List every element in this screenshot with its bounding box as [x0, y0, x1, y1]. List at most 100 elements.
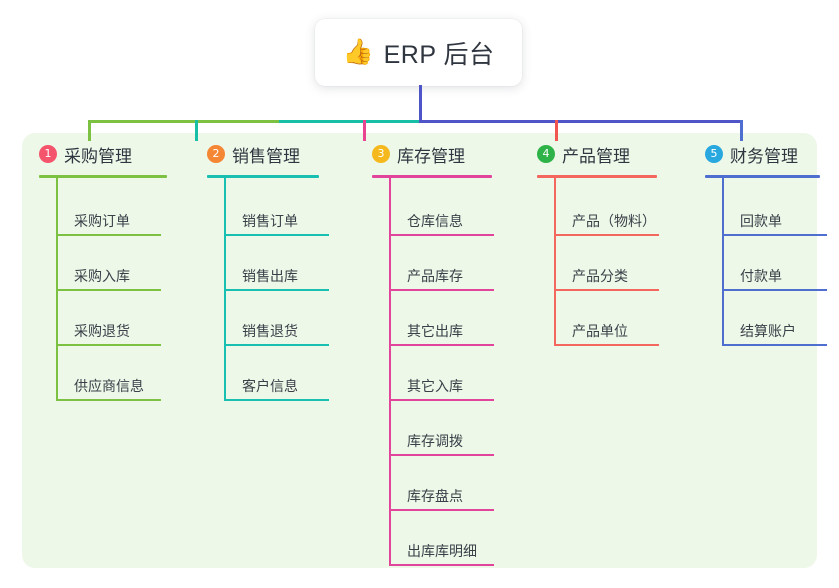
- branch-item-underline: [389, 564, 494, 566]
- branch-column-2: 2 销售管理销售订单销售出库销售退货客户信息: [190, 141, 355, 401]
- branch-spine: [389, 178, 391, 566]
- drop-stem-5: [740, 120, 743, 141]
- branch-number-badge: 1: [39, 145, 57, 163]
- branch-item-underline: [554, 344, 659, 346]
- branch-item-underline: [224, 399, 329, 401]
- branch-item[interactable]: 销售退货: [224, 308, 329, 346]
- branch-number-badge: 5: [705, 145, 723, 163]
- branch-header-5[interactable]: 5 财务管理: [688, 141, 838, 167]
- branch-item[interactable]: 付款单: [722, 253, 827, 291]
- branch-item[interactable]: 采购入库: [56, 253, 161, 291]
- branch-item[interactable]: 仓库信息: [389, 198, 494, 236]
- branch-item-label: 库存盘点: [407, 488, 463, 504]
- branch-item[interactable]: 采购订单: [56, 198, 161, 236]
- drop-stem-3: [363, 120, 366, 141]
- branch-item-label: 库存调拨: [407, 433, 463, 449]
- branch-item-label: 产品库存: [407, 268, 463, 284]
- branch-header-1[interactable]: 1 采购管理: [22, 141, 190, 167]
- branch-item[interactable]: 其它入库: [389, 363, 494, 401]
- drop-stem-4: [555, 120, 558, 141]
- bus-segment-purple: [419, 120, 742, 123]
- branch-item-underline: [224, 289, 329, 291]
- branch-item-label: 其它入库: [407, 378, 463, 394]
- branch-item-underline: [389, 234, 494, 236]
- branch-title-label: 库存管理: [397, 146, 465, 166]
- branch-header-2[interactable]: 2 销售管理: [190, 141, 355, 167]
- branch-item-label: 客户信息: [242, 378, 298, 394]
- branch-item[interactable]: 结算账户: [722, 308, 827, 346]
- branch-item[interactable]: 库存调拨: [389, 418, 494, 456]
- branch-header-underline: [39, 175, 167, 178]
- root-stem: [419, 85, 422, 123]
- branch-item[interactable]: 其它出库: [389, 308, 494, 346]
- branch-item[interactable]: 产品单位: [554, 308, 659, 346]
- branch-item-label: 产品单位: [572, 323, 628, 339]
- branch-title-label: 财务管理: [730, 146, 798, 166]
- branch-item[interactable]: 供应商信息: [56, 363, 161, 401]
- root-node-erp-backend[interactable]: 👍 ERP 后台: [315, 19, 522, 86]
- diagram-panel-background: [22, 133, 817, 568]
- branch-header-underline: [372, 175, 492, 178]
- branch-header-4[interactable]: 4 产品管理: [520, 141, 688, 167]
- branch-item[interactable]: 采购退货: [56, 308, 161, 346]
- branch-item[interactable]: 产品分类: [554, 253, 659, 291]
- branch-item-label: 销售退货: [242, 323, 298, 339]
- branch-item[interactable]: 客户信息: [224, 363, 329, 401]
- branch-item-label: 采购退货: [74, 323, 130, 339]
- branch-item[interactable]: 库存盘点: [389, 473, 494, 511]
- branch-item-label: 付款单: [740, 268, 782, 284]
- branch-item-underline: [389, 289, 494, 291]
- branch-item-label: 采购入库: [74, 268, 130, 284]
- branch-item-label: 产品分类: [572, 268, 628, 284]
- branch-item-label: 供应商信息: [74, 378, 144, 394]
- branch-item-label: 销售出库: [242, 268, 298, 284]
- branch-item[interactable]: 回款单: [722, 198, 827, 236]
- branch-item-label: 产品（物料）: [572, 213, 656, 229]
- drop-stem-1: [88, 120, 91, 141]
- branch-spine: [554, 178, 556, 346]
- branch-number-badge: 4: [537, 145, 555, 163]
- branch-item[interactable]: 销售出库: [224, 253, 329, 291]
- branch-column-5: 5 财务管理回款单付款单结算账户: [688, 141, 838, 346]
- branch-item-underline: [224, 234, 329, 236]
- branch-item-underline: [389, 509, 494, 511]
- branch-title-label: 产品管理: [562, 146, 630, 166]
- branch-item-underline: [389, 399, 494, 401]
- branch-header-underline: [207, 175, 319, 178]
- branch-item-underline: [56, 344, 161, 346]
- branch-item-label: 仓库信息: [407, 213, 463, 229]
- branch-item-label: 出库库明细: [407, 543, 477, 559]
- branch-item-label: 采购订单: [74, 213, 130, 229]
- branch-item-underline: [554, 289, 659, 291]
- branch-column-1: 1 采购管理采购订单采购入库采购退货供应商信息: [22, 141, 190, 401]
- bus-segment-green: [88, 120, 281, 123]
- branch-item-underline: [722, 344, 827, 346]
- branch-item-underline: [56, 234, 161, 236]
- branch-number-badge: 2: [207, 145, 225, 163]
- branch-item-underline: [722, 234, 827, 236]
- drop-stem-2: [195, 120, 198, 141]
- branch-item-underline: [554, 234, 659, 236]
- branch-item-underline: [56, 289, 161, 291]
- branch-item[interactable]: 销售订单: [224, 198, 329, 236]
- branch-title-label: 销售管理: [232, 146, 300, 166]
- branch-title-label: 采购管理: [64, 146, 132, 166]
- branch-item-underline: [389, 454, 494, 456]
- branch-item-label: 其它出库: [407, 323, 463, 339]
- branch-header-underline: [537, 175, 657, 178]
- branch-item-underline: [224, 344, 329, 346]
- branch-item-underline: [722, 289, 827, 291]
- branch-item-label: 回款单: [740, 213, 782, 229]
- branch-item-underline: [56, 399, 161, 401]
- branch-item[interactable]: 产品（物料）: [554, 198, 659, 236]
- branch-item[interactable]: 出库库明细: [389, 528, 494, 566]
- branch-column-4: 4 产品管理产品（物料） 产品分类产品单位: [520, 141, 688, 346]
- root-node-label: ERP 后台: [383, 40, 495, 69]
- branch-item-label: 销售订单: [242, 213, 298, 229]
- branch-item-underline: [389, 344, 494, 346]
- branch-item[interactable]: 产品库存: [389, 253, 494, 291]
- bus-segment-teal: [279, 120, 421, 123]
